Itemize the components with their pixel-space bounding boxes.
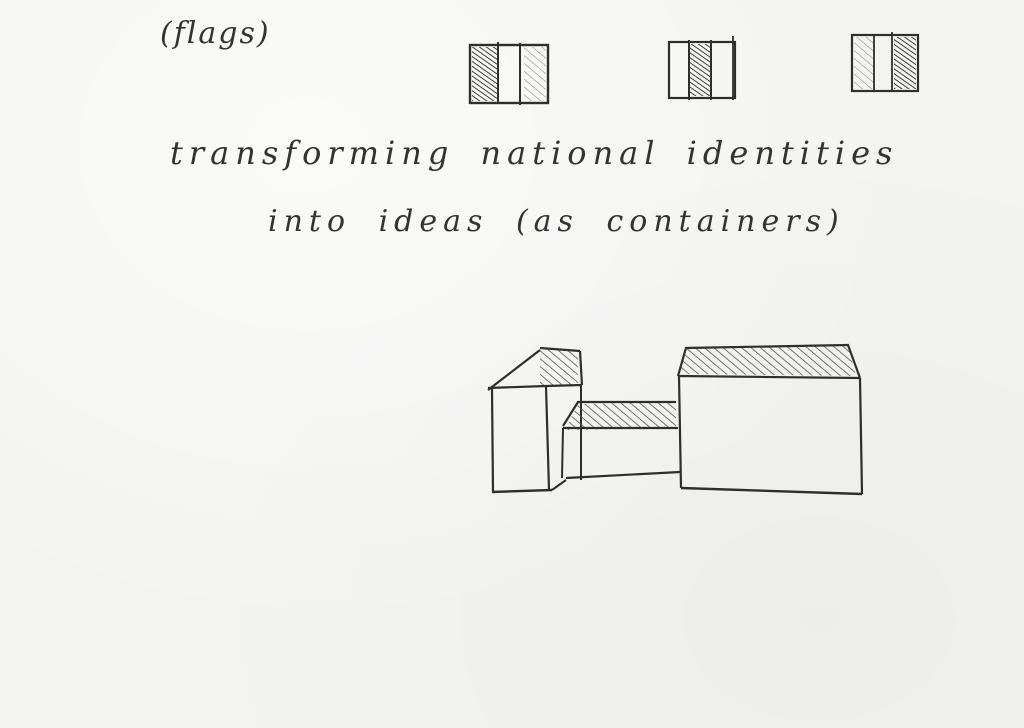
container-right-icon	[678, 345, 862, 494]
container-middle-icon	[562, 402, 680, 478]
flag-icon	[669, 36, 735, 100]
flag-icon	[852, 32, 918, 92]
flag-icon	[470, 42, 548, 105]
